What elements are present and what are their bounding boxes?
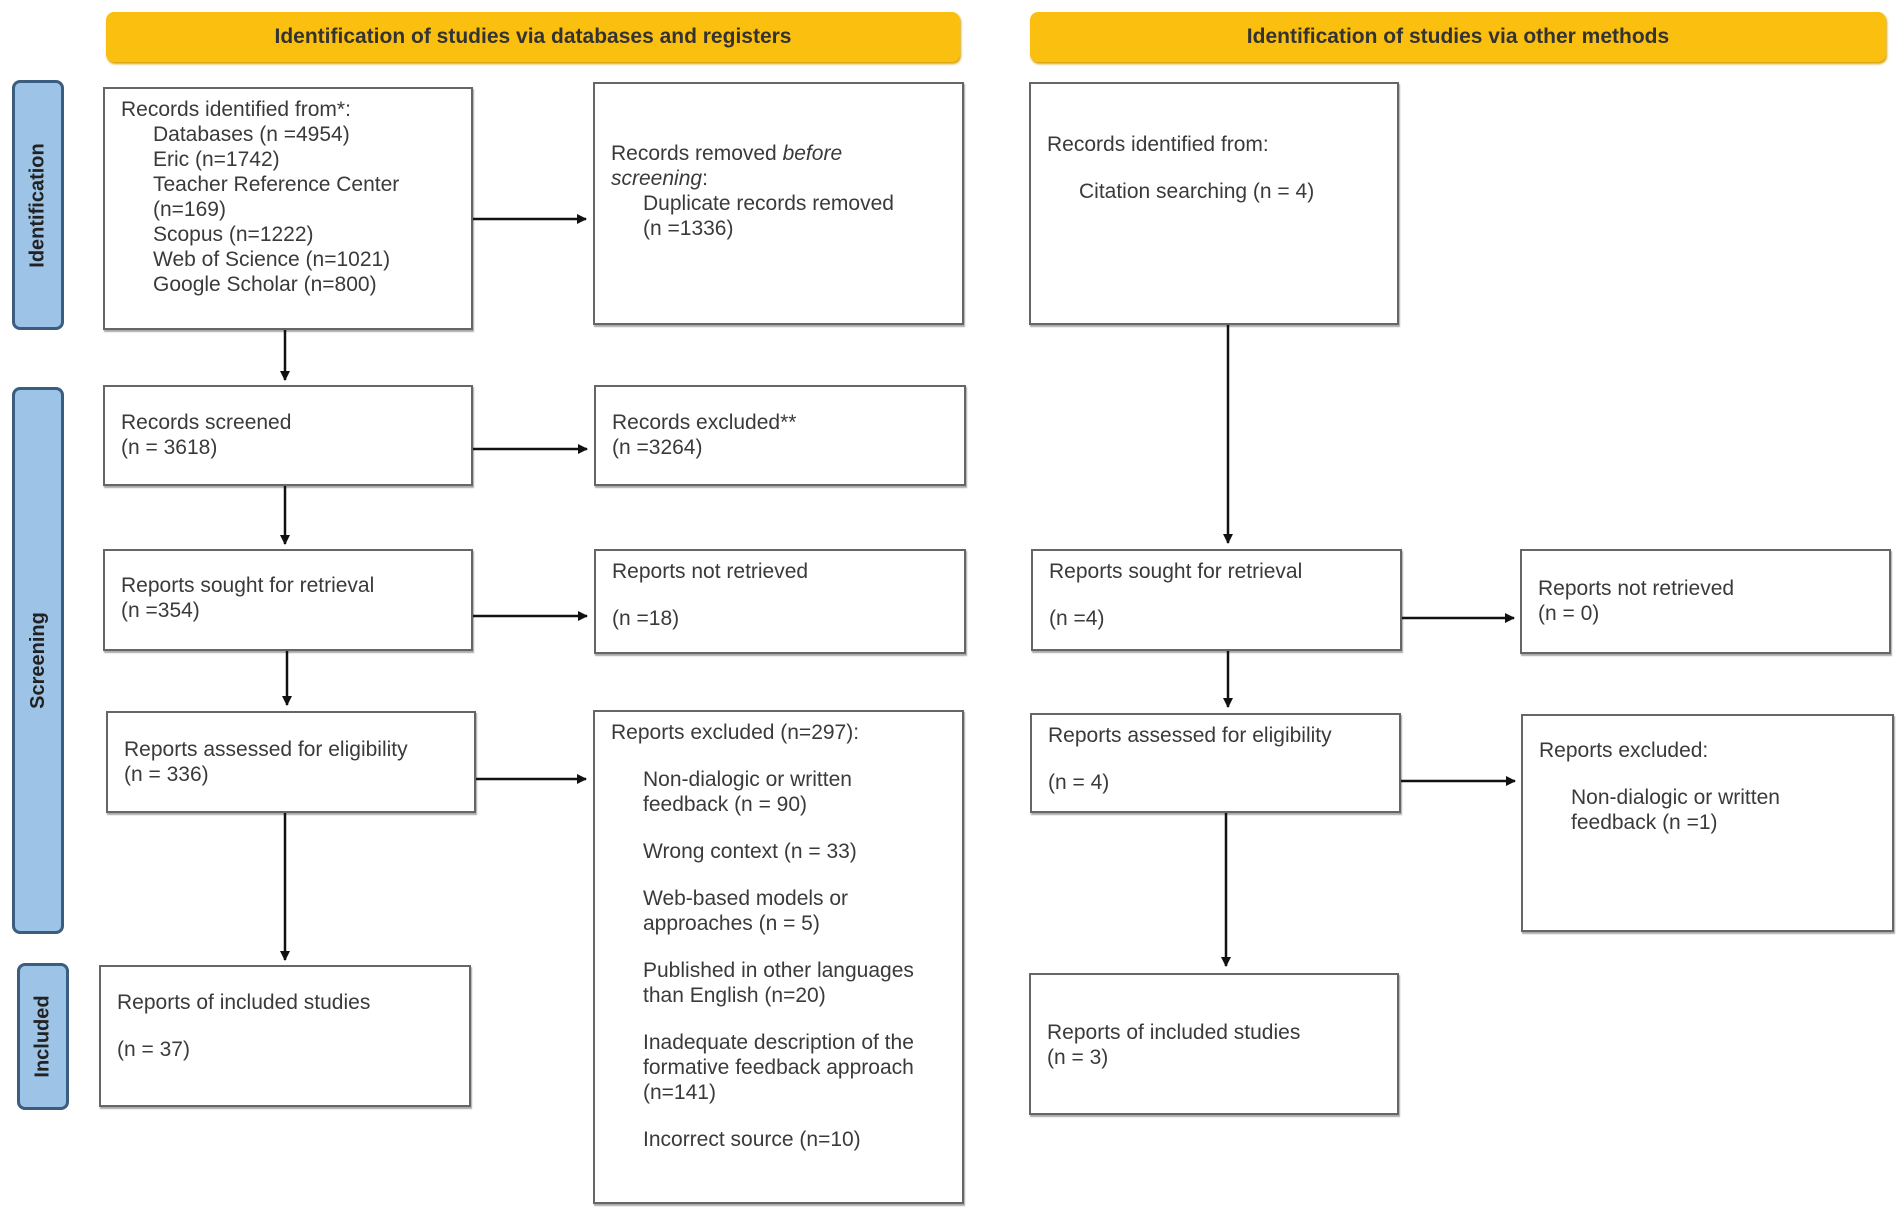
reports-not-retrieved-box: Reports not retrieved (n =18) xyxy=(594,549,966,654)
records-excluded-box: Records excluded** (n =3264) xyxy=(594,385,966,486)
records-screened-box: Records screened (n = 3618) xyxy=(103,385,473,486)
removed-item: (n =1336) xyxy=(643,217,734,240)
title-part: Records removed xyxy=(611,142,783,165)
other-reports-not-retrieved-box: Reports not retrieved (n = 0) xyxy=(1520,549,1891,654)
title-italic: screening xyxy=(611,167,703,190)
box-count: (n =354) xyxy=(121,599,200,622)
box-count: (n = 3618) xyxy=(121,436,218,459)
box-title: Reports not retrieved xyxy=(1538,577,1735,600)
box-title: Records removed before xyxy=(611,141,946,166)
box-title: Reports excluded: xyxy=(1539,739,1709,762)
source-item: Google Scholar (n=800) xyxy=(153,273,377,296)
reason-line: Inadequate description of the xyxy=(643,1031,914,1054)
included-studies-box: Reports of included studies (n = 37) xyxy=(99,965,471,1107)
box-count: (n = 4) xyxy=(1048,771,1110,794)
exclusion-reason: Incorrect source (n=10) xyxy=(611,1127,946,1152)
phase-screening: Screening xyxy=(12,387,64,934)
box-title: Records screened xyxy=(121,411,292,434)
box-title: Reports of included studies xyxy=(117,991,371,1014)
other-reports-excluded-box: Reports excluded: Non-dialogic or writte… xyxy=(1521,714,1894,932)
box-count: (n =3264) xyxy=(612,436,703,459)
reason-line: feedback (n = 90) xyxy=(643,793,808,816)
reason-line: (n=141) xyxy=(643,1081,716,1104)
other-reports-assessed-box: Reports assessed for eligibility (n = 4) xyxy=(1030,713,1401,813)
title-part: : xyxy=(702,167,708,190)
box-title: Reports assessed for eligibility xyxy=(1048,724,1332,747)
reason-line: feedback (n =1) xyxy=(1571,811,1718,834)
source-item: Teacher Reference Center xyxy=(153,173,400,196)
records-removed-box: Records removed before screening: Duplic… xyxy=(593,82,964,325)
box-title: Reports sought for retrieval xyxy=(1049,560,1303,583)
box-title: Reports excluded (n=297): xyxy=(611,721,860,744)
reports-excluded-box: Reports excluded (n=297): Non-dialogic o… xyxy=(593,710,964,1204)
reason-line: Published in other languages xyxy=(643,959,914,982)
header-databases-text: Identification of studies via databases … xyxy=(274,25,792,48)
removed-item: Duplicate records removed xyxy=(643,192,894,215)
box-count: (n = 37) xyxy=(117,1038,190,1061)
reason-line: Web-based models or xyxy=(643,887,849,910)
header-other-text: Identification of studies via other meth… xyxy=(1246,25,1670,48)
reason-line: formative feedback approach xyxy=(643,1056,914,1079)
other-included-studies-box: Reports of included studies (n = 3) xyxy=(1029,973,1399,1115)
reports-assessed-box: Reports assessed for eligibility (n = 33… xyxy=(106,711,476,813)
box-title: Reports assessed for eligibility xyxy=(124,738,408,761)
box-title-cont: screening: xyxy=(611,166,946,191)
box-title: Reports sought for retrieval xyxy=(121,574,375,597)
phase-identification: Identification xyxy=(12,80,64,330)
reason-line: than English (n=20) xyxy=(643,984,826,1007)
box-count: (n = 336) xyxy=(124,763,209,786)
box-count: (n =4) xyxy=(1049,607,1105,630)
box-count: (n =18) xyxy=(612,607,680,630)
records-identified-box: Records identified from*: Databases (n =… xyxy=(103,87,473,330)
exclusion-reason: Wrong context (n = 33) xyxy=(611,839,946,864)
box-title: Reports of included studies xyxy=(1047,1021,1301,1044)
box-count: (n = 0) xyxy=(1538,602,1600,625)
header-databases: Identification of studies via databases … xyxy=(106,12,960,62)
box-title: Records excluded** xyxy=(612,411,797,434)
reports-sought-box: Reports sought for retrieval (n =354) xyxy=(103,549,473,651)
source-item: Citation searching (n = 4) xyxy=(1079,180,1315,203)
phase-included: Included xyxy=(17,963,69,1110)
header-other-methods: Identification of studies via other meth… xyxy=(1030,12,1886,62)
source-item: Web of Science (n=1021) xyxy=(153,248,391,271)
other-records-identified-box: Records identified from: Citation search… xyxy=(1029,82,1399,325)
reason-line: approaches (n = 5) xyxy=(643,912,820,935)
box-title: Records identified from: xyxy=(1047,133,1269,156)
reason-line: Non-dialogic or written xyxy=(1571,786,1780,809)
other-reports-sought-box: Reports sought for retrieval (n =4) xyxy=(1031,549,1402,651)
source-item: Scopus (n=1222) xyxy=(153,223,314,246)
reason-line: Non-dialogic or written xyxy=(643,768,852,791)
box-count: (n = 3) xyxy=(1047,1046,1109,1069)
box-title: Records identified from*: xyxy=(121,98,351,121)
reason-line: Wrong context (n = 33) xyxy=(643,840,857,863)
reason-line: Incorrect source (n=10) xyxy=(643,1128,861,1151)
source-item: (n=169) xyxy=(153,198,226,221)
title-italic: before xyxy=(782,142,843,165)
box-title: Reports not retrieved xyxy=(612,560,809,583)
source-item: Eric (n=1742) xyxy=(153,148,280,171)
source-item: Databases (n =4954) xyxy=(153,123,350,146)
